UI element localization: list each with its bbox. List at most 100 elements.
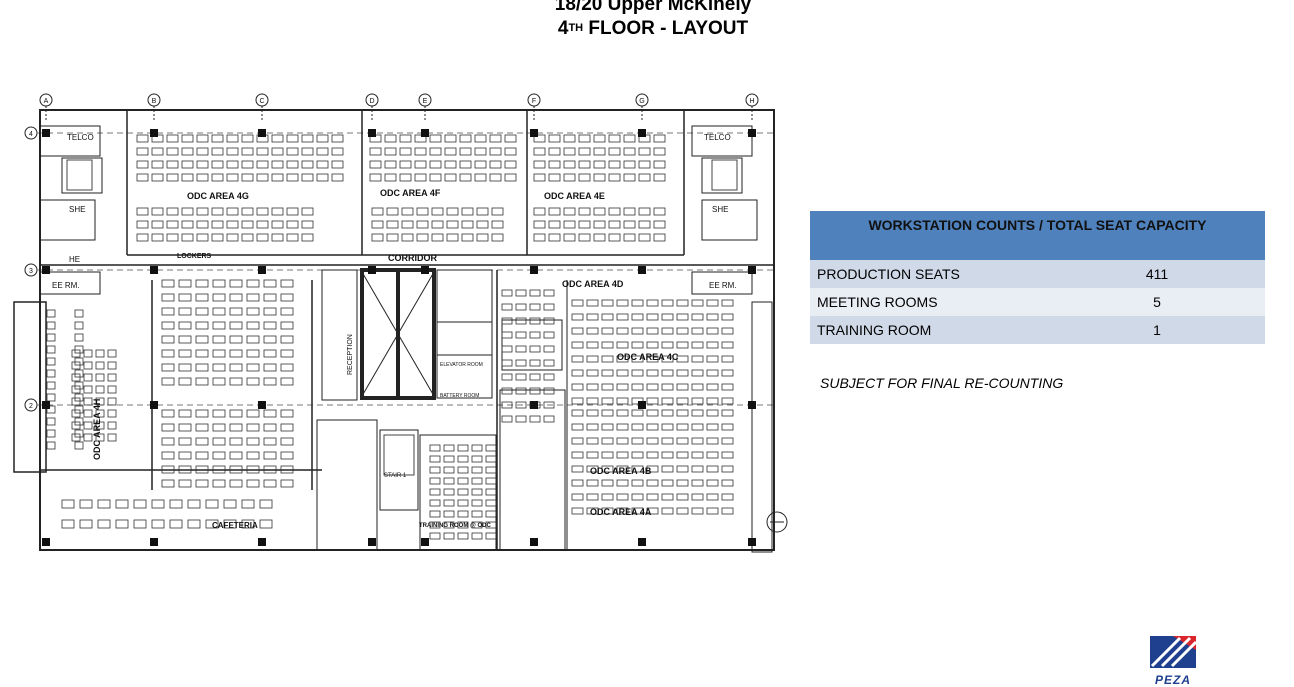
workstation <box>74 357 84 366</box>
workstation <box>161 293 175 302</box>
workstation <box>601 493 614 501</box>
workstation <box>74 441 84 450</box>
workstation <box>195 479 209 488</box>
workstation <box>166 147 179 156</box>
grid-column-label: B <box>152 98 157 105</box>
structural-column <box>42 401 50 409</box>
workstation <box>241 160 254 169</box>
workstation <box>515 401 527 409</box>
row-label: TRAINING ROOM <box>817 322 932 338</box>
workstation <box>489 134 502 143</box>
workstation <box>616 465 629 473</box>
workstation <box>691 327 704 335</box>
workstation <box>631 299 644 307</box>
workstation <box>95 385 105 394</box>
workstation <box>83 421 93 430</box>
workstation <box>601 313 614 321</box>
workstation <box>489 147 502 156</box>
workstation <box>229 423 243 432</box>
workstation <box>446 220 459 229</box>
workstation <box>212 279 226 288</box>
workstation <box>676 355 689 363</box>
workstation <box>661 465 674 473</box>
workstation <box>71 409 81 418</box>
workstation <box>543 303 555 311</box>
workstation <box>631 437 644 445</box>
workstation <box>563 160 576 169</box>
workstation <box>653 160 666 169</box>
workstation <box>386 207 399 216</box>
label-corridor: CORRIDOR <box>388 253 437 263</box>
workstation <box>280 423 294 432</box>
workstation <box>691 341 704 349</box>
structural-column <box>748 129 756 137</box>
workstation <box>161 479 175 488</box>
workstation <box>136 173 149 182</box>
workstation <box>161 363 175 372</box>
workstation <box>444 160 457 169</box>
workstation <box>115 499 129 509</box>
workstation <box>271 233 284 242</box>
workstation <box>616 341 629 349</box>
workstation <box>563 220 576 229</box>
grid-row-label: 4 <box>29 131 33 138</box>
workstation <box>638 147 651 156</box>
workstation <box>246 377 260 386</box>
workstation <box>263 451 277 460</box>
workstation <box>71 421 81 430</box>
label-telco-right: TELCO <box>704 133 731 142</box>
workstation <box>578 160 591 169</box>
workstation <box>515 387 527 395</box>
workstation <box>301 160 314 169</box>
workstation <box>178 409 192 418</box>
workstation <box>195 321 209 330</box>
workstation <box>169 519 183 529</box>
grid-column-label: G <box>639 98 644 105</box>
workstation <box>226 233 239 242</box>
workstation <box>691 313 704 321</box>
workstation <box>107 409 117 418</box>
workstation <box>263 437 277 446</box>
workstation <box>178 321 192 330</box>
workstation <box>676 479 689 487</box>
workstation <box>706 299 719 307</box>
workstation <box>515 303 527 311</box>
workstation <box>178 363 192 372</box>
workstation <box>706 507 719 515</box>
workstation <box>401 207 414 216</box>
workstation <box>616 313 629 321</box>
workstation <box>211 134 224 143</box>
workstation <box>161 307 175 316</box>
workstation <box>457 477 469 485</box>
workstation <box>226 220 239 229</box>
workstation <box>457 444 469 452</box>
workstation <box>178 479 192 488</box>
workstation <box>151 499 165 509</box>
workstation <box>529 303 541 311</box>
workstation <box>593 173 606 182</box>
workstation <box>241 147 254 156</box>
workstation <box>646 299 659 307</box>
workstation <box>476 207 489 216</box>
label-odc-4g: ODC AREA 4G <box>187 191 249 201</box>
workstation <box>721 299 734 307</box>
workstation <box>316 134 329 143</box>
workstation <box>212 363 226 372</box>
workstation <box>533 233 546 242</box>
workstation <box>721 507 734 515</box>
workstation <box>386 233 399 242</box>
workstation <box>446 207 459 216</box>
workstation <box>74 333 84 342</box>
workstation <box>638 173 651 182</box>
workstation <box>661 313 674 321</box>
label-cafeteria: CAFETERIA <box>212 521 258 530</box>
workstation <box>661 327 674 335</box>
workstation <box>246 465 260 474</box>
workstation <box>616 507 629 515</box>
workstation <box>136 220 149 229</box>
workstation <box>706 465 719 473</box>
workstation <box>280 349 294 358</box>
workstation <box>246 349 260 358</box>
workstation <box>431 220 444 229</box>
